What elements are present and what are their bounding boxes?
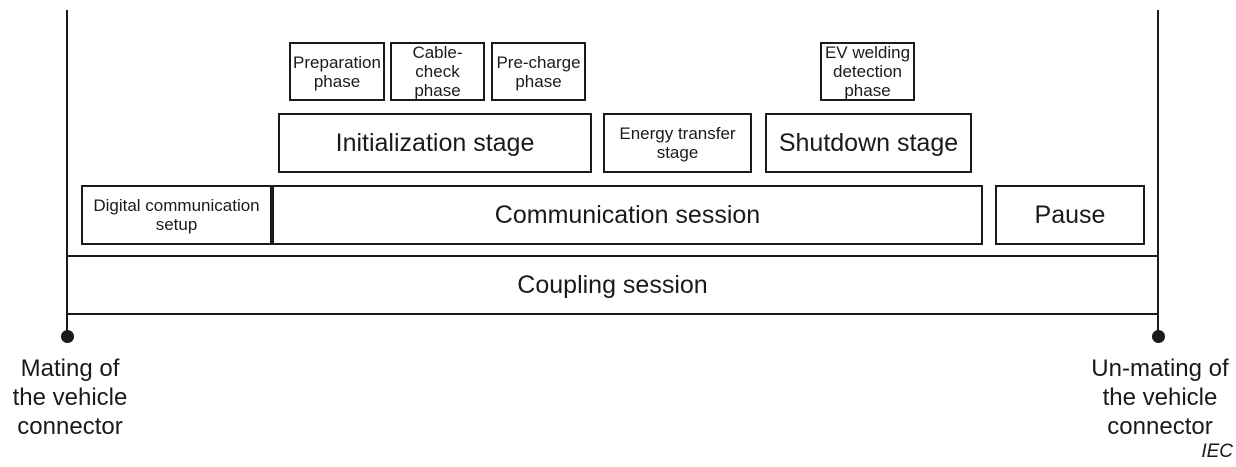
unmating-label-line: the vehicle [1102, 384, 1218, 411]
coupling-session-box: Coupling session [66, 255, 1159, 315]
initialization-stage-box: Initialization stage [278, 113, 592, 173]
digital-communication-setup-box: Digital communication setup [81, 185, 272, 245]
unmating-point-dot [1152, 330, 1165, 343]
pre-charge-phase-label: Pre-charge [496, 52, 581, 72]
pre-charge-phase-box: Pre-charge phase [491, 42, 586, 101]
mating-label-line: the vehicle [12, 384, 128, 411]
shutdown-stage-box: Shutdown stage [765, 113, 972, 173]
pause-label: Pause [1034, 200, 1106, 229]
preparation-phase-label: phase [313, 71, 361, 91]
mating-label: Mating of the vehicle connector [0, 354, 140, 441]
ev-welding-detection-phase-label: detection [833, 62, 902, 81]
communication-session-box: Communication session [272, 185, 983, 245]
shutdown-stage-label: Shutdown stage [778, 128, 959, 157]
digital-communication-setup-label: Digital communication [93, 196, 260, 215]
cable-check-phase-label: check [415, 62, 460, 81]
iec-credit: IEC [1201, 441, 1233, 462]
pre-charge-phase-label: phase [515, 71, 562, 91]
preparation-phase-box: Preparation phase [289, 42, 385, 101]
initialization-stage-label: Initialization stage [335, 128, 535, 157]
timeline-start-line [66, 10, 68, 336]
cable-check-phase-box: Cable- check phase [390, 42, 485, 101]
energy-transfer-stage-box: Energy transfer stage [603, 113, 752, 173]
unmating-label: Un-mating of the vehicle connector [1080, 354, 1236, 441]
unmating-label-line: Un-mating of [1091, 355, 1229, 382]
energy-transfer-stage-label: Energy transfer [619, 124, 736, 143]
unmating-label-line: connector [1107, 413, 1213, 440]
mating-label-line: Mating of [20, 355, 120, 382]
coupling-session-label: Coupling session [517, 270, 708, 299]
mating-label-line: connector [17, 413, 123, 440]
pause-box: Pause [995, 185, 1145, 245]
cable-check-phase-label: phase [414, 81, 461, 100]
mating-point-dot [61, 330, 74, 343]
ev-welding-detection-phase-label: EV welding [824, 43, 911, 62]
ev-welding-detection-phase-box: EV welding detection phase [820, 42, 915, 101]
timeline-end-line [1157, 10, 1159, 336]
ev-welding-detection-phase-label: phase [844, 81, 891, 100]
energy-transfer-stage-label: stage [656, 143, 699, 162]
preparation-phase-label: Preparation [293, 52, 381, 72]
digital-communication-setup-label: setup [155, 215, 198, 234]
cable-check-phase-label: Cable- [412, 43, 463, 62]
communication-session-label: Communication session [494, 200, 761, 229]
